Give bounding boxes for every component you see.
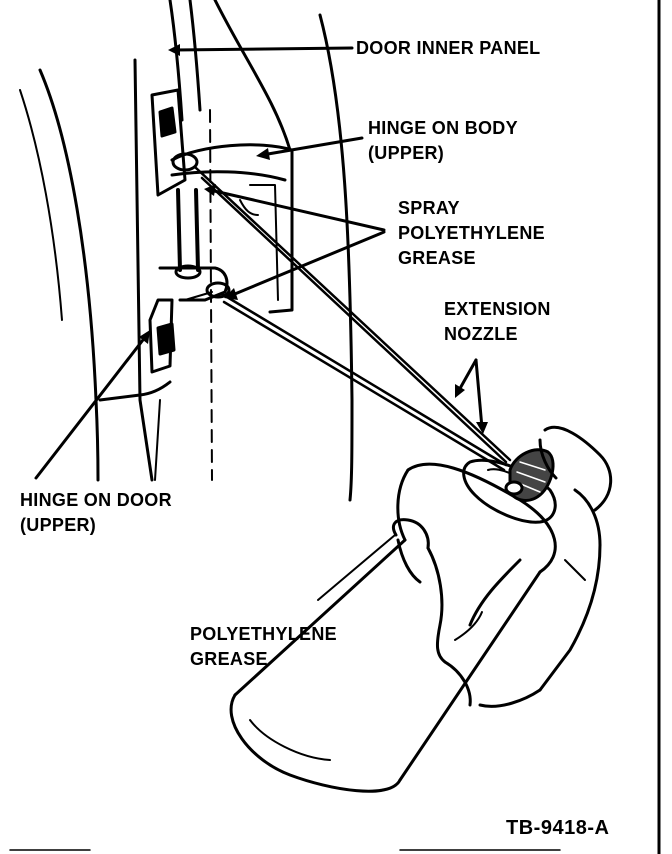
hinge-on-door — [148, 266, 231, 374]
label-hinge-on-door: HINGE ON DOOR (UPPER) — [20, 490, 172, 535]
leader-spray-upper — [208, 188, 386, 232]
leader-hinge-body — [260, 136, 364, 157]
leader-nozzle-2 — [474, 358, 484, 430]
grease-can — [229, 458, 557, 793]
leader-spray-lower — [228, 230, 386, 298]
door-inner-panel — [98, 0, 354, 502]
leader-grease-can — [317, 534, 396, 601]
leader-hinge-door — [34, 334, 148, 480]
label-spray-grease: SPRAY POLYETHYLENE GREASE — [398, 198, 545, 268]
hinge-pin — [174, 188, 202, 280]
leader-door-inner-panel — [173, 46, 354, 52]
leader-lines — [34, 44, 488, 601]
label-hinge-on-body: HINGE ON BODY (UPPER) — [368, 118, 518, 163]
label-extension-nozzle: EXTENSION NOZZLE — [444, 299, 551, 344]
door-outer-panel — [19, 68, 100, 482]
label-door-inner-panel: DOOR INNER PANEL — [356, 38, 541, 58]
leader-nozzle-1 — [456, 358, 478, 394]
label-polyethylene-grease: POLYETHYLENE GREASE — [190, 624, 337, 669]
hand — [392, 425, 613, 708]
extension-nozzle — [504, 448, 555, 502]
figure-id: TB-9418-A — [506, 817, 610, 839]
spray-streams — [194, 166, 512, 472]
